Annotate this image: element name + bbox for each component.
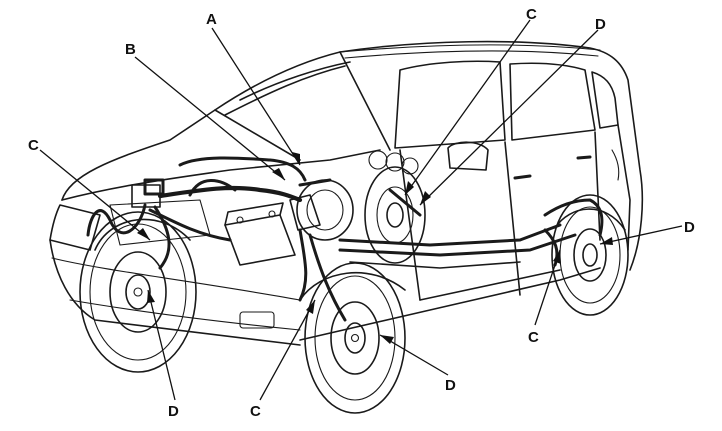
label-a: A [206, 11, 217, 28]
brake-lines [86, 156, 604, 322]
label-d-bottom-mid: D [445, 377, 456, 394]
label-d-top: D [595, 16, 606, 33]
leader-lines [39, 19, 683, 401]
label-d-right: D [684, 219, 695, 236]
label-d-bottom-left: D [168, 403, 179, 420]
rear-left-wheel [364, 166, 426, 264]
rear-right-wheel [551, 194, 629, 316]
label-b: B [125, 41, 136, 58]
front-left-wheel [79, 211, 197, 373]
callout-labels: A B C C D D C D C D [28, 6, 695, 420]
label-c-top: C [526, 6, 537, 23]
engine-bay [131, 150, 419, 266]
label-c-bottom-right: C [528, 329, 539, 346]
vehicle-body [49, 40, 644, 346]
label-c-front-left: C [28, 137, 39, 154]
label-c-bottom: C [250, 403, 261, 420]
